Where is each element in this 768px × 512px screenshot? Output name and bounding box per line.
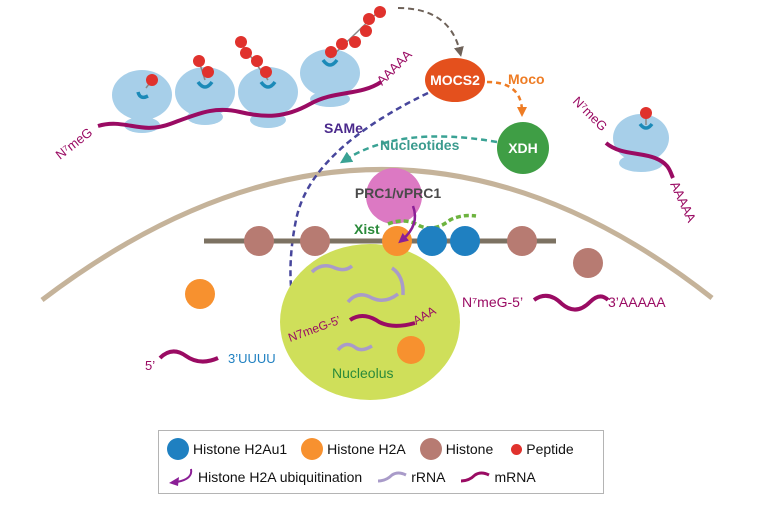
legend-label: Histone H2A [327,441,406,457]
ribosome-large-subunit [175,67,235,117]
histone [244,226,274,256]
polysome-tail-label: AAAAA [374,47,415,88]
nucleolus-label: Nucleolus [332,365,393,381]
moco-arrow [486,80,527,117]
polysome-mrna [97,80,383,130]
trna-site-icon [136,91,149,100]
ribosome-large-subunit [613,114,669,162]
legend-item-histone-h2au1: Histone H2Au1 [167,438,287,460]
trna-site-icon [259,80,277,89]
histone-h2a-swatch-icon [301,438,324,460]
legend-item-mrna: mRNA [459,469,536,485]
histone-h2au1 [417,226,447,256]
peptide-residue [202,66,214,78]
nuclear-mrna-tail-label: 3’AAAAA [608,294,666,310]
nucleotides-label: Nucleotides [380,137,460,153]
peptide-to-mocs2-arrow [397,7,464,57]
single-ribosome: N⁷meG AAAAA [570,94,699,225]
rrna [390,266,405,296]
single-ribosome-cap-label: N⁷meG [570,94,610,134]
nuclear-envelope [40,167,714,302]
legend-item-histone-h2a: Histone H2A [301,438,406,460]
legend-label: Histone H2A ubiquitination [198,469,363,485]
peptide-residue [260,66,272,78]
legend-item-peptide: Peptide [507,441,574,457]
legend-row-2: Histone H2A ubiquitination rRNA mRNA [167,465,550,489]
trna-site-icon [196,80,214,89]
peptide-swatch-icon [511,443,523,455]
histone-free [573,248,603,278]
histone-h2au1-swatch-icon [167,438,189,460]
ribosome-large-subunit [238,67,298,117]
ribosome-large-subunit [112,70,172,120]
peptide-residue [336,38,348,50]
nucleotides-arrow [339,135,498,164]
peptide-residue [360,25,372,37]
peptide-residue [640,107,652,119]
free-rna-5prime-label: 5’ [145,358,155,373]
free-rna [158,349,219,364]
histone-h2a [382,226,412,256]
peptide-residue [193,55,205,67]
mrna-squiggle-icon [461,471,491,483]
histone-swatch-icon [419,438,442,460]
legend-label: rRNA [411,469,446,485]
legend-item-histone: Histone [419,438,494,460]
legend-item-ubiquitination: Histone H2A ubiquitination [167,467,362,487]
ubiquitination-arrow [398,205,417,244]
legend-label: Histone [445,441,494,457]
rrna [346,292,400,304]
legend-label: Peptide [526,441,574,457]
same-arrow [289,91,429,328]
polysome: N⁷meG AAAAA [53,6,415,162]
rrna [336,342,373,352]
xdh-label: XDH [508,140,538,156]
legend: Histone H2Au1 Histone H2A Histone Peptid… [158,430,604,494]
rrna [310,264,354,274]
ribosome-large-subunit [300,49,360,97]
single-ribosome-tail-label: AAAAA [667,179,699,225]
histone-h2au1 [450,226,480,256]
polysome-cap-label: N⁷meG [53,125,96,163]
peptide-residue [235,36,247,48]
histone-h2a-free [185,279,215,309]
histone [300,226,330,256]
histone [507,226,537,256]
prc1-label: PRC1/vPRC1 [355,185,442,201]
peptide-residue [251,55,263,67]
legend-row-1: Histone H2Au1 Histone H2A Histone Peptid… [167,437,588,461]
nuclear-mrna [532,293,610,312]
mocs2-label: MOCS2 [430,72,480,88]
prc1-node [366,168,422,224]
nuclear-mrna-cap-label: N⁷meG-5’ [462,294,523,310]
peptide-residue [325,46,337,58]
nucleolus-mrna [348,314,416,328]
same-label: SAMe [324,120,363,136]
trna-site-icon [321,58,339,67]
trna-site-icon [638,122,654,130]
ubiquitination-arrow-icon [169,468,193,486]
legend-item-rrna: rRNA [376,469,445,485]
peptide-residue [146,74,158,86]
moco-label: Moco [508,71,545,87]
single-ribosome-mrna [604,141,675,179]
mocs2-node [425,58,485,102]
peptide-residue [349,36,361,48]
free-rna-3prime-label: 3’UUUU [228,351,276,366]
peptide-residue [363,13,375,25]
peptide-residue [240,47,252,59]
legend-label: mRNA [494,469,536,485]
legend-label: Histone H2Au1 [193,441,288,457]
xdh-node [497,122,549,174]
histone-h2a-particle [397,336,425,364]
rrna-squiggle-icon [378,471,407,483]
peptide-residue [374,6,386,18]
xist-label: Xist [354,221,380,237]
